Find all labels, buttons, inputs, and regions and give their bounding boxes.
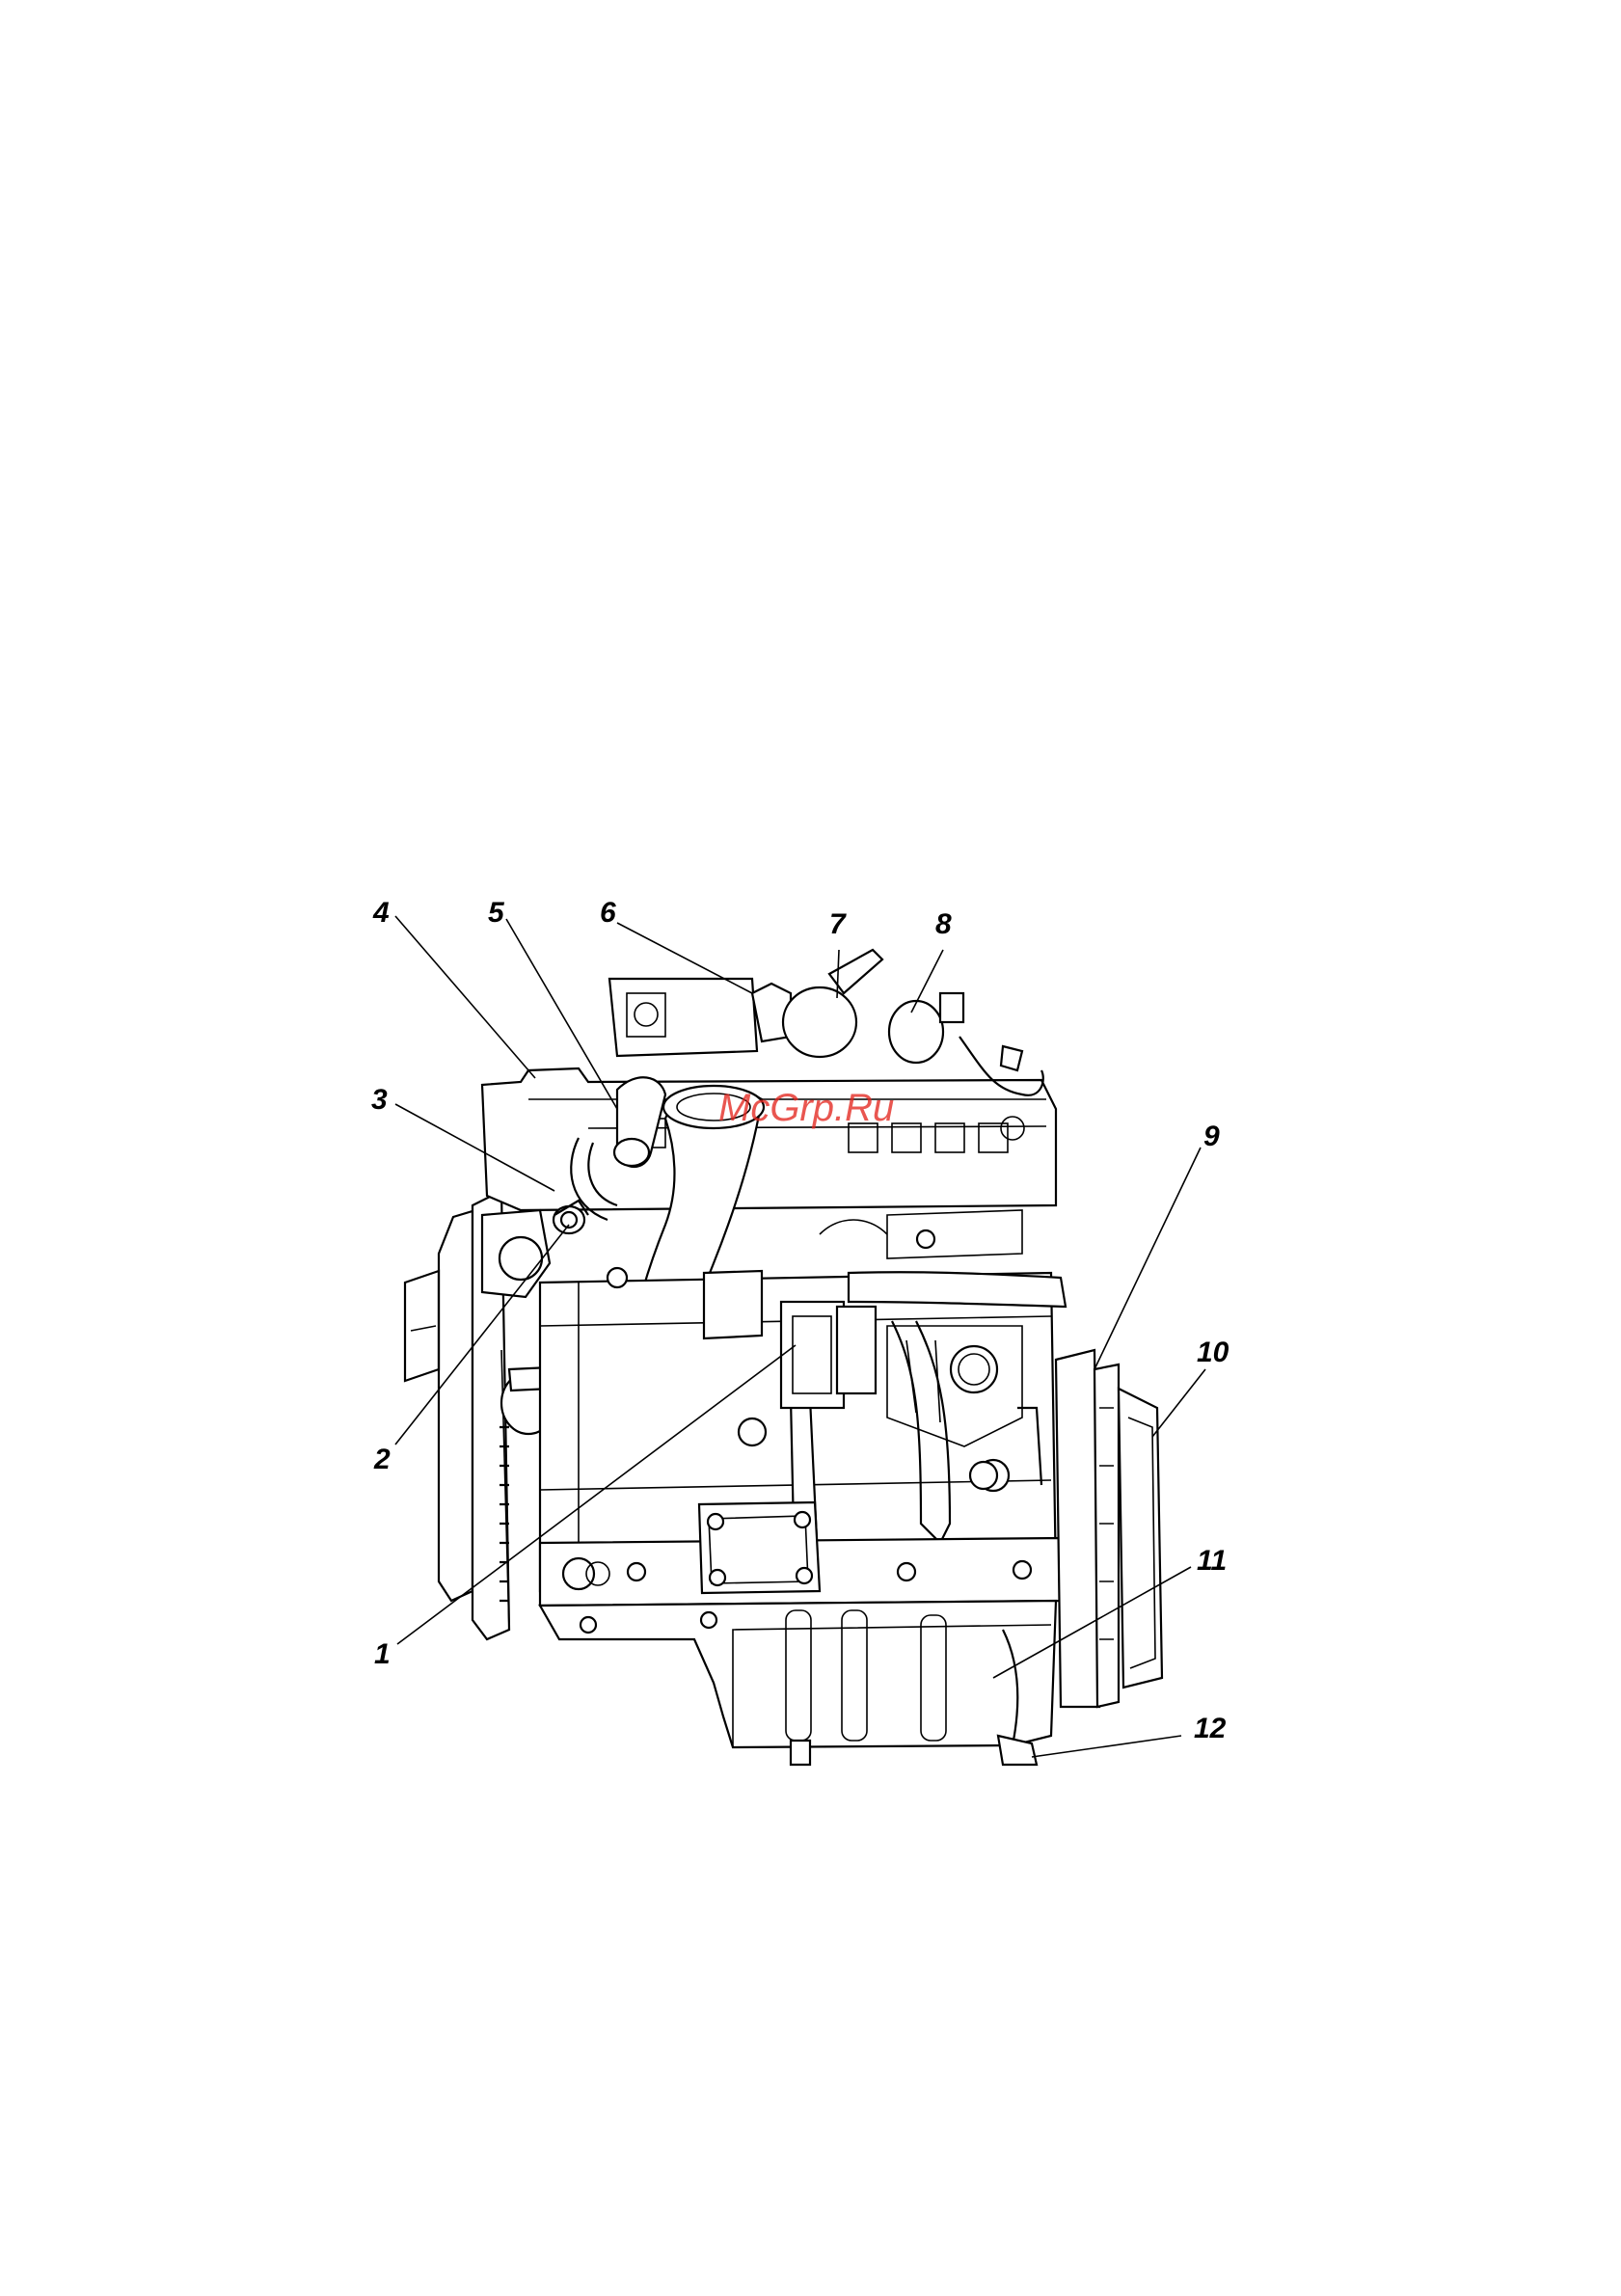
callout-12: 12: [1194, 1713, 1227, 1744]
callout-4: 4: [372, 897, 390, 929]
callout-3: 3: [371, 1084, 388, 1116]
callout-1: 1: [374, 1638, 391, 1670]
callout-11: 11: [1197, 1545, 1227, 1577]
callout-10: 10: [1197, 1337, 1229, 1368]
egr-valve: [889, 1001, 943, 1063]
oil-pan: [540, 1601, 1056, 1747]
air-filter-housing: [783, 987, 856, 1057]
clutch-housing: [1056, 1350, 1099, 1707]
throttle-body: [609, 979, 757, 1056]
callout-5: 5: [488, 897, 505, 929]
front-pulley: [439, 1211, 473, 1601]
callout-6: 6: [600, 897, 616, 929]
callout-2: 2: [373, 1444, 391, 1475]
callout-7: 7: [829, 908, 847, 940]
callout-8: 8: [935, 908, 952, 940]
watermark: McGrp.Ru: [718, 1087, 894, 1129]
engine-drawing: [405, 950, 1162, 1765]
flywheel: [1094, 1364, 1119, 1707]
callout-9: 9: [1203, 1121, 1220, 1152]
